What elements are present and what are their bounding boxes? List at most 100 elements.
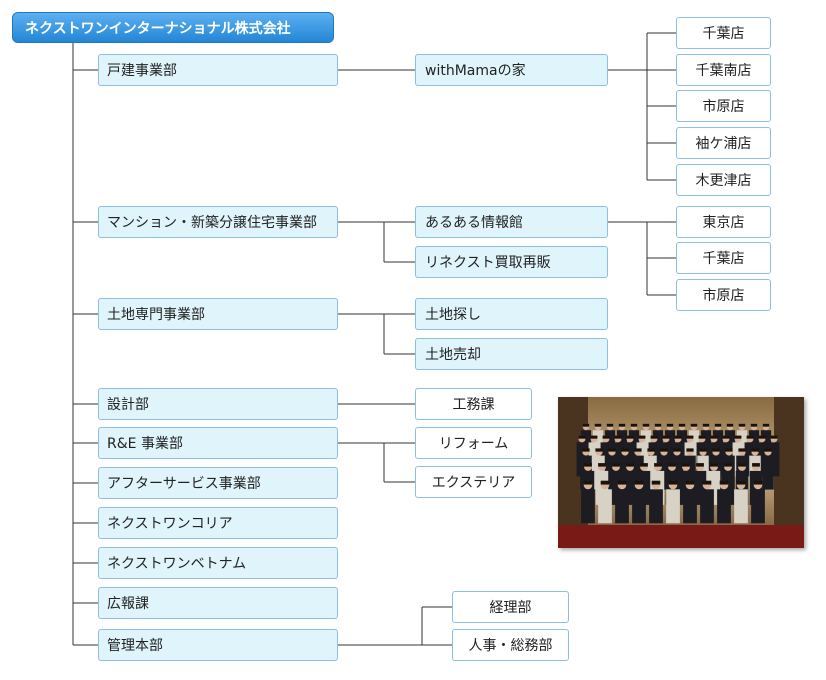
person-hair <box>608 448 616 452</box>
person-hair <box>674 435 682 439</box>
person-hair <box>602 435 610 439</box>
shop-ichihara-2: 市原店 <box>676 279 771 311</box>
person-hair <box>686 448 694 452</box>
person-hair <box>642 423 650 427</box>
unit-label: リフォーム <box>438 436 509 452</box>
person-hair <box>600 480 610 485</box>
dept-mansion: マンション・新築分譲住宅事業部 <box>98 206 338 238</box>
dept-pr: 広報課 <box>98 587 338 619</box>
dept-sekkei: 設計部 <box>98 388 338 420</box>
person-body <box>700 489 714 524</box>
person-hair <box>651 480 661 485</box>
dept-label: 戸建事業部 <box>107 63 177 79</box>
person-hair <box>725 448 733 452</box>
person-hair <box>686 435 694 439</box>
person-hair <box>617 480 627 485</box>
person-hair <box>753 480 763 485</box>
shop-label: 木更津店 <box>695 173 752 189</box>
person-hair <box>752 463 760 467</box>
dept-vietnam: ネクストワンベトナム <box>98 547 338 579</box>
person-body <box>612 442 624 477</box>
person-hair <box>598 463 606 467</box>
unit-label: 人事・総務部 <box>468 638 553 654</box>
unit-jinji-soumu: 人事・総務部 <box>452 629 569 661</box>
person-hair <box>702 423 710 427</box>
person-hair <box>712 448 720 452</box>
person-body <box>666 489 680 524</box>
person-hair <box>750 423 758 427</box>
dept-korea: ネクストワンコリア <box>98 507 338 539</box>
person-body <box>717 489 731 524</box>
shop-label: 市原店 <box>702 288 745 304</box>
group-photo <box>558 397 804 548</box>
person-hair <box>654 423 662 427</box>
person-hair <box>738 448 746 452</box>
person-hair <box>660 448 668 452</box>
person-hair <box>618 423 626 427</box>
person-hair <box>578 435 586 439</box>
person-hair <box>668 480 678 485</box>
shop-label: 市原店 <box>702 99 745 115</box>
unit-koumuka: 工務課 <box>415 388 532 420</box>
dept-tochi: 土地専門事業部 <box>98 298 338 330</box>
person-hair <box>621 448 629 452</box>
person-hair <box>583 480 593 485</box>
person-hair <box>736 480 746 485</box>
person-body <box>734 489 748 524</box>
person-hair <box>724 463 732 467</box>
unit-label: 土地探し <box>425 307 481 323</box>
person-hair <box>770 435 778 439</box>
person-hair <box>662 435 670 439</box>
unit-label: あるある情報館 <box>425 215 523 231</box>
shop-sodegaura: 袖ケ浦店 <box>676 127 771 159</box>
person-hair <box>595 448 603 452</box>
shop-label: 千葉店 <box>702 251 745 267</box>
person-hair <box>719 480 729 485</box>
person-hair <box>668 463 676 467</box>
dept-after-service: アフターサービス事業部 <box>98 467 338 499</box>
person-hair <box>698 435 706 439</box>
person-body <box>600 442 612 477</box>
person-hair <box>710 435 718 439</box>
person-hair <box>584 463 592 467</box>
person-hair <box>606 423 614 427</box>
person-hair <box>634 448 642 452</box>
person-hair <box>654 463 662 467</box>
person-hair <box>714 423 722 427</box>
person-hair <box>647 448 655 452</box>
company-root-box: ネクストワンインターナショナル株式会社 <box>12 12 334 43</box>
person-hair <box>612 463 620 467</box>
person-hair <box>650 435 658 439</box>
unit-label: 土地売却 <box>425 347 481 363</box>
person-hair <box>685 480 695 485</box>
person-hair <box>614 435 622 439</box>
unit-keiri: 経理部 <box>452 591 569 623</box>
dept-label: アフターサービス事業部 <box>107 476 261 492</box>
person-body <box>756 442 768 477</box>
person-hair <box>762 423 770 427</box>
shop-tokyo: 東京店 <box>676 206 771 238</box>
dept-management: 管理本部 <box>98 629 338 661</box>
unit-aruaru: あるある情報館 <box>415 206 608 238</box>
person-hair <box>682 463 690 467</box>
shop-kisarazu: 木更津店 <box>676 164 771 196</box>
dept-re: R&E 事業部 <box>98 427 338 459</box>
shop-chiba: 千葉店 <box>676 17 771 49</box>
person-hair <box>702 480 712 485</box>
person-hair <box>626 435 634 439</box>
person-hair <box>710 463 718 467</box>
unit-label: エクステリア <box>431 475 516 491</box>
person-hair <box>738 463 746 467</box>
dept-label: 管理本部 <box>107 638 163 654</box>
dept-label: R&E 事業部 <box>107 436 183 452</box>
person-hair <box>634 480 644 485</box>
person-hair <box>582 448 590 452</box>
person-hair <box>722 435 730 439</box>
shop-label: 東京店 <box>702 215 745 231</box>
person-body <box>598 489 612 524</box>
person-hair <box>699 448 707 452</box>
person-hair <box>758 435 766 439</box>
shop-ichihara: 市原店 <box>676 90 771 122</box>
person-hair <box>726 423 734 427</box>
person-hair <box>594 423 602 427</box>
